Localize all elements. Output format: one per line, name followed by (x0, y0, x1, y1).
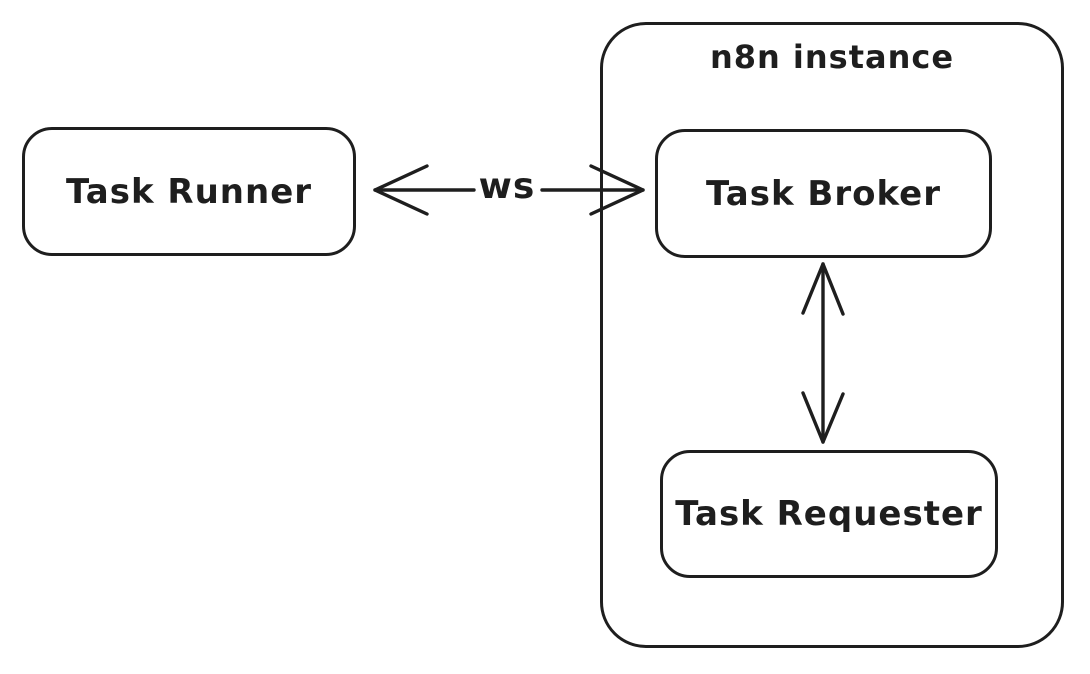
task-requester-node: Task Requester (660, 450, 998, 578)
ws-arrow-label: ws (478, 166, 536, 207)
ws-arrow (373, 164, 645, 216)
task-runner-label: Task Runner (65, 171, 313, 212)
broker-requester-arrow (801, 262, 845, 444)
task-runner-node: Task Runner (22, 127, 356, 256)
task-broker-label: Task Broker (705, 173, 941, 214)
n8n-instance-label: n8n instance (709, 38, 955, 76)
task-requester-label: Task Requester (675, 494, 983, 534)
task-broker-node: Task Broker (655, 129, 992, 258)
